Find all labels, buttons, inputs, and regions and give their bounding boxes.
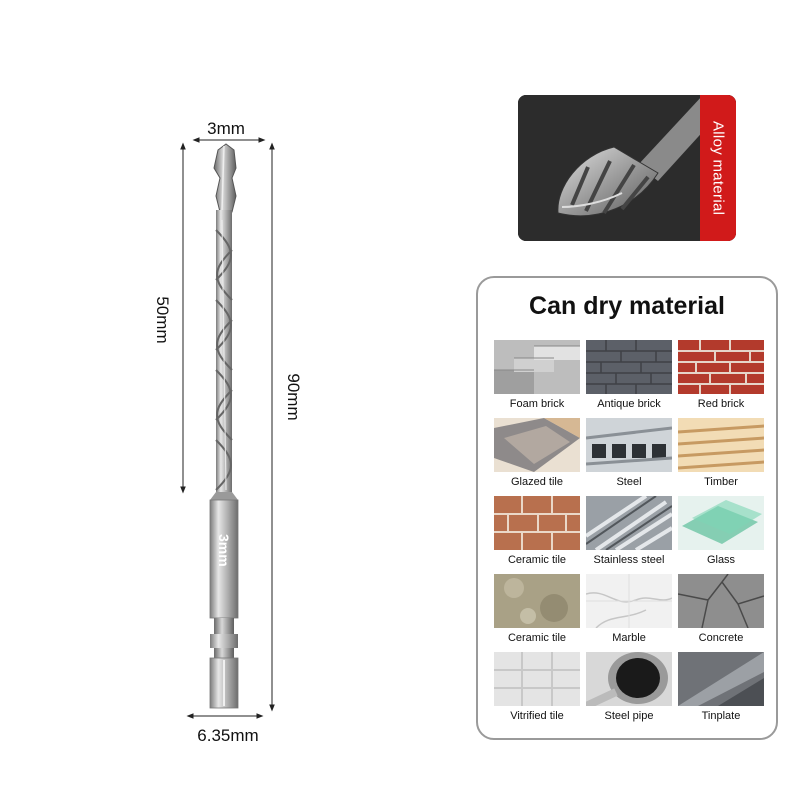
- material-label: Antique brick: [597, 398, 661, 410]
- shank-marking: 3mm: [216, 534, 232, 567]
- material-steel: Steel: [586, 418, 672, 488]
- material-timber: Timber: [678, 418, 764, 488]
- material-foam-brick: Foam brick: [494, 340, 580, 410]
- material-red-brick: Red brick: [678, 340, 764, 410]
- material-label: Tinplate: [701, 710, 741, 722]
- material-vitrified-tile: Vitrified tile: [494, 652, 580, 722]
- alloy-material-card: Alloy material: [518, 95, 736, 241]
- marble-image: [586, 574, 672, 628]
- material-label: Concrete: [698, 632, 744, 644]
- material-marble: Marble: [586, 574, 672, 644]
- material-antique-brick: Antique brick: [586, 340, 672, 410]
- shank-width-label: 6.35mm: [197, 726, 258, 745]
- glass-image: [678, 496, 764, 550]
- drill-tip: [213, 143, 237, 213]
- material-steel-pipe: Steel pipe: [586, 652, 672, 722]
- material-label: Red brick: [697, 398, 745, 410]
- vitrified-tile-image: [494, 652, 580, 706]
- material-concrete: Concrete: [678, 574, 764, 644]
- red-brick-image: [678, 340, 764, 394]
- panel-title: Can dry material: [529, 292, 725, 320]
- material-label: Steel: [616, 476, 642, 488]
- timber-image: [678, 418, 764, 472]
- material-label: Foam brick: [509, 398, 565, 410]
- alloy-ribbon: [700, 95, 736, 241]
- alloy-material-label: Alloy material: [709, 120, 727, 216]
- stainless-steel-image: [586, 496, 672, 550]
- material-tinplate: Tinplate: [678, 652, 764, 722]
- materials-panel: Can dry material Foam brick Antique bric…: [476, 276, 778, 740]
- ceramic-tile-stone-image: [494, 574, 580, 628]
- foam-brick-image: [494, 340, 580, 394]
- flute-length-label: 50mm: [153, 296, 172, 343]
- material-label: Timber: [704, 476, 738, 488]
- material-label: Stainless steel: [593, 554, 665, 566]
- material-label: Steel pipe: [604, 710, 654, 722]
- drill-shank: [209, 492, 239, 709]
- total-length-label: 90mm: [284, 373, 303, 420]
- antique-brick-image: [586, 340, 672, 394]
- material-label: Ceramic tile: [507, 554, 567, 566]
- tinplate-image: [678, 652, 764, 706]
- concrete-image: [678, 574, 764, 628]
- steel-image: [586, 418, 672, 472]
- material-label: Glass: [706, 554, 736, 566]
- drill-flutes: [215, 210, 233, 492]
- material-ceramic-tile-1: Ceramic tile: [494, 496, 580, 566]
- dimension-lines: [180, 137, 275, 719]
- material-label: Marble: [612, 632, 646, 644]
- material-label: Vitrified tile: [510, 710, 564, 722]
- carbide-tip-closeup-image: [518, 95, 736, 241]
- material-label: Ceramic tile: [507, 632, 567, 644]
- ceramic-tile-image: [494, 496, 580, 550]
- material-glazed-tile: Glazed tile: [494, 418, 580, 488]
- material-stainless-steel: Stainless steel: [586, 496, 672, 566]
- steel-pipe-image: [586, 652, 672, 706]
- glazed-tile-image: [494, 418, 580, 472]
- material-label: Glazed tile: [511, 476, 563, 488]
- tip-width-label: 3mm: [207, 119, 245, 138]
- material-glass: Glass: [678, 496, 764, 566]
- material-ceramic-tile-2: Ceramic tile: [494, 574, 580, 644]
